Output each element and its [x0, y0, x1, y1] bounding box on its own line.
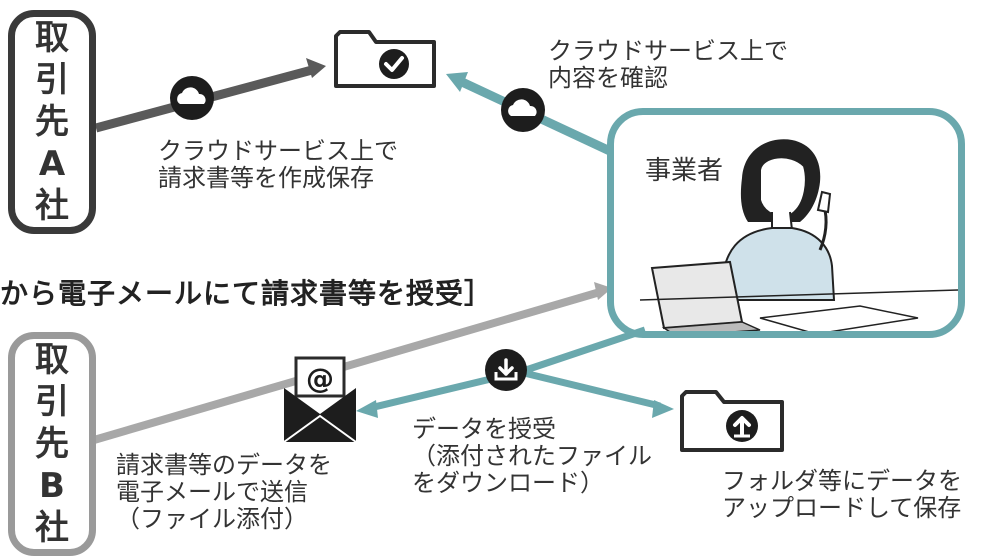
- company-a-char: A: [38, 144, 66, 184]
- company-b-char: 取: [35, 340, 69, 380]
- folder-upload-icon: [680, 390, 784, 452]
- company-a-char: 取: [35, 18, 69, 58]
- company-b-char: 先: [35, 424, 69, 464]
- svg-text:@: @: [306, 362, 334, 395]
- cloud-icon: [501, 88, 545, 132]
- caption-line: （ファイル添付）: [116, 505, 308, 533]
- company-a-char: 先: [35, 102, 69, 142]
- company-b-char: 社: [35, 508, 69, 548]
- caption-line: 請求書等を作成保存: [158, 164, 374, 192]
- caption-line: 請求書等のデータを: [116, 451, 332, 479]
- company-b-char: 引: [35, 382, 69, 422]
- caption-b-send: 請求書等のデータを 電子メールで送信 （ファイル添付）: [116, 452, 332, 533]
- caption-line: をダウンロード）: [412, 469, 604, 497]
- caption-line: 内容を確認: [548, 64, 668, 92]
- caption-line: クラウドサービス上で: [548, 37, 788, 65]
- company-a-char: 引: [35, 60, 69, 100]
- email-envelope-icon: @: [283, 356, 357, 443]
- caption-a-create: クラウドサービス上で 請求書等を作成保存: [158, 138, 398, 192]
- caption-line: データを授受: [412, 415, 556, 443]
- company-a-box: 取 引 先 A 社: [8, 10, 96, 234]
- folder-check-icon: [334, 30, 436, 88]
- person-laptop-illustration: [639, 139, 959, 337]
- company-b-char: B: [39, 466, 65, 506]
- caption-check-cloud: クラウドサービス上で 内容を確認: [548, 38, 788, 92]
- operator-label: 事業者: [645, 156, 724, 186]
- caption-line: クラウドサービス上で: [158, 137, 398, 165]
- cloud-icon: [170, 76, 214, 120]
- caption-line: フォルダ等にデータを: [722, 467, 962, 495]
- caption-folder-upload: フォルダ等にデータを アップロードして保存: [722, 468, 962, 522]
- company-a-char: 社: [35, 186, 69, 226]
- caption-line: 電子メールで送信: [116, 478, 308, 506]
- caption-line: アップロードして保存: [722, 494, 962, 522]
- arrow-download-branch: [356, 326, 674, 418]
- caption-receive: データを授受 （添付されたファイル をダウンロード）: [412, 416, 652, 497]
- company-b-box: 取 引 先 B 社: [8, 332, 96, 556]
- download-icon: [485, 349, 527, 391]
- caption-line: （添付されたファイル: [412, 442, 652, 470]
- section-b-title: から電子メールにて請求書等を授受］: [0, 277, 494, 310]
- operator-box: [607, 108, 965, 338]
